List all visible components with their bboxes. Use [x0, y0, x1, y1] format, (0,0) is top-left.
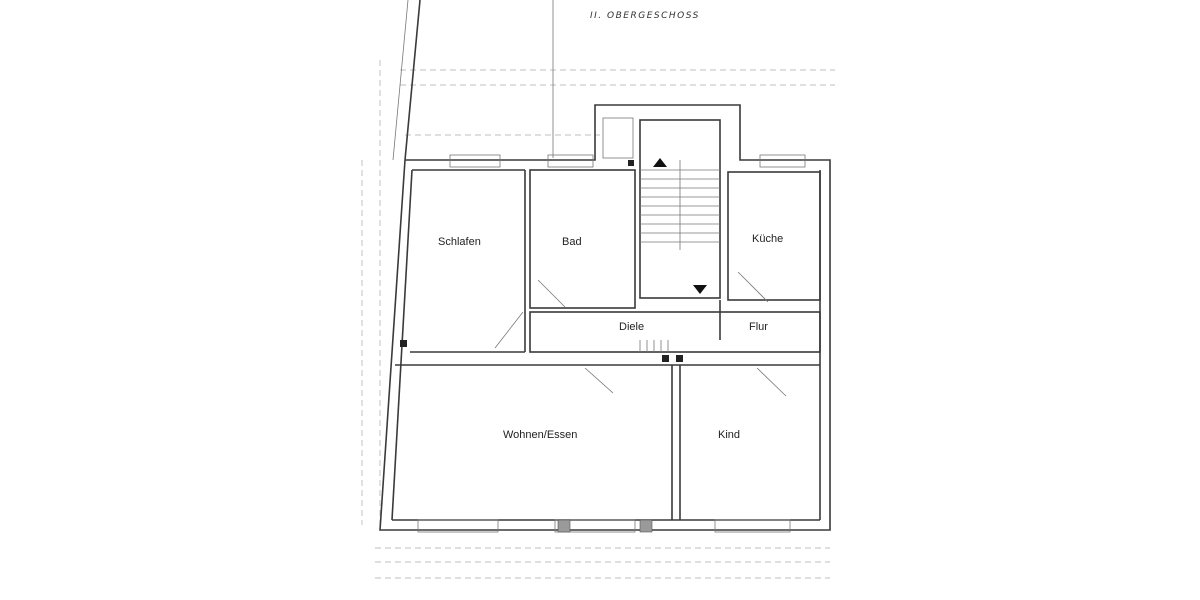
- chimney: [557, 519, 571, 533]
- stair-up-arrow-icon: [653, 158, 667, 167]
- stair-down-arrow-icon: [693, 285, 707, 294]
- site-boundary-line-2: [392, 0, 409, 161]
- window: [449, 154, 501, 168]
- windows: [417, 154, 806, 533]
- door-swing: [584, 367, 614, 394]
- room-label-wohnen-essen: Wohnen/Essen: [503, 429, 577, 441]
- outlet-icon: [400, 340, 407, 347]
- door-swing: [756, 367, 787, 397]
- window: [714, 519, 791, 533]
- room-label-bad: Bad: [562, 236, 582, 248]
- site-boundary-line: [404, 0, 421, 161]
- room-label-flur: Flur: [749, 321, 768, 333]
- stairwell: [639, 119, 721, 299]
- outlet-icon: [676, 355, 683, 362]
- radiator: [639, 340, 669, 352]
- window: [547, 154, 594, 168]
- staircase: [602, 117, 721, 299]
- room-diele-flur: [529, 311, 821, 353]
- stair-treads: [640, 169, 720, 243]
- room-kueche: [727, 171, 821, 301]
- window: [759, 154, 806, 168]
- outer-walls: [379, 104, 831, 531]
- outlet-icon: [662, 355, 669, 362]
- outer-wall: [379, 104, 831, 531]
- window: [417, 519, 499, 533]
- room-bad: [529, 169, 636, 309]
- outlet-icon: [628, 160, 634, 166]
- shaft: [602, 117, 634, 159]
- window: [554, 519, 636, 533]
- door-swing: [537, 279, 566, 308]
- room-label-kueche: Küche: [752, 233, 783, 245]
- door-swings: [494, 271, 787, 397]
- door-swing: [494, 311, 524, 349]
- room-label-diele: Diele: [619, 321, 644, 333]
- room-label-kind: Kind: [718, 429, 740, 441]
- door-swing: [737, 271, 769, 303]
- dimension-lines: [361, 60, 835, 579]
- chimney: [639, 519, 653, 533]
- plan-title: II. OBERGESCHOSS: [590, 11, 700, 21]
- room-label-schlafen: Schlafen: [438, 236, 481, 248]
